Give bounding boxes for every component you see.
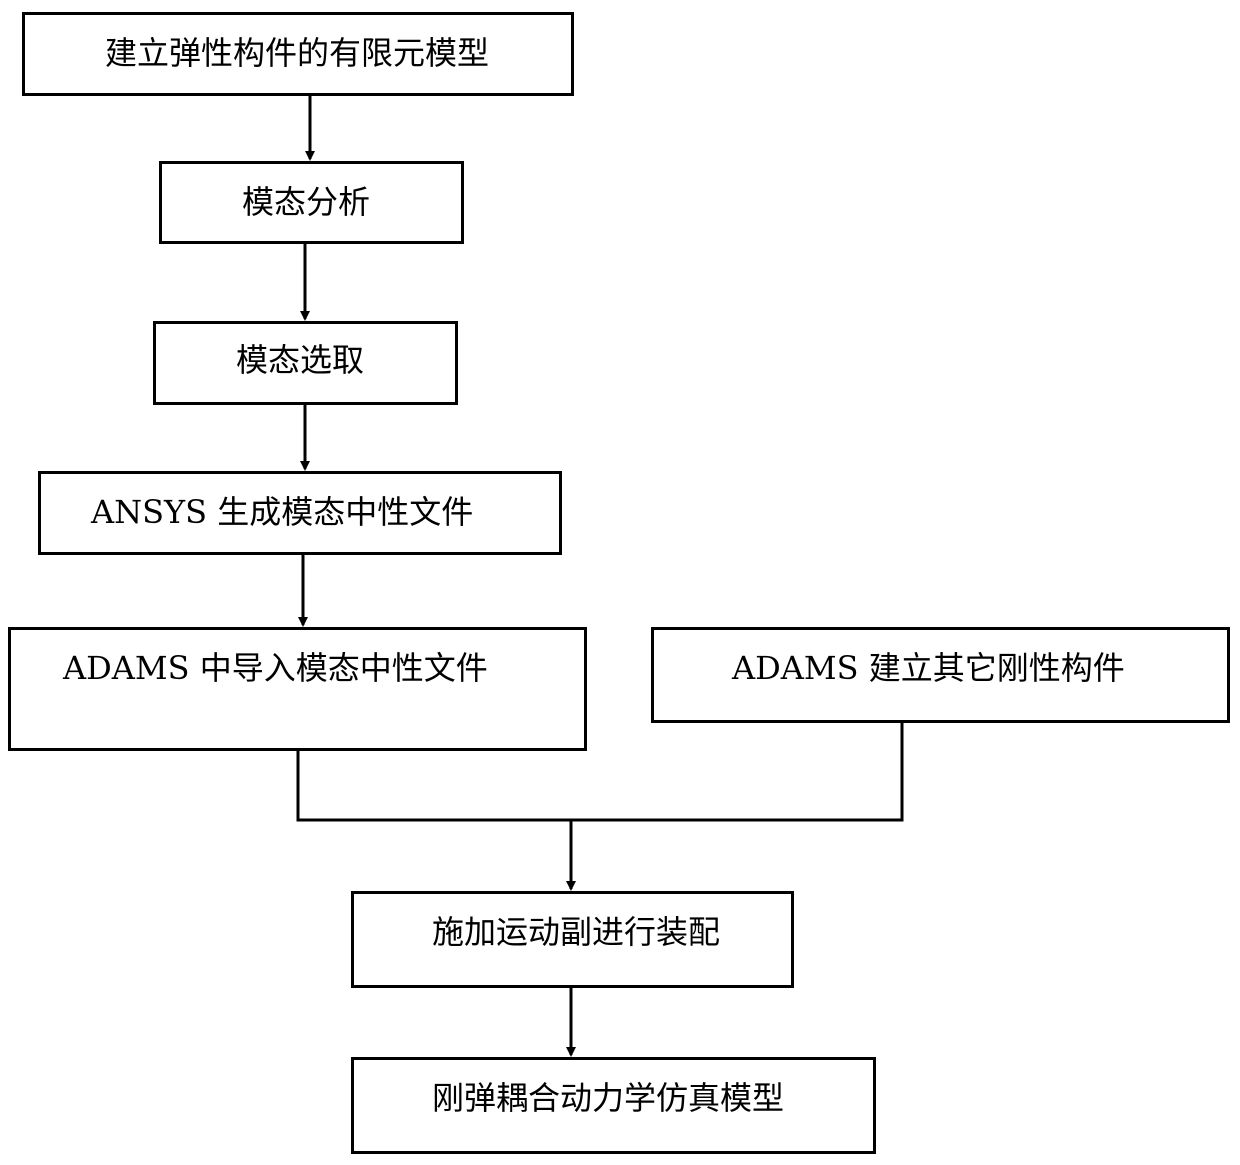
step-modal-selection: 模态选取 bbox=[153, 321, 458, 405]
step-label: ADAMS 中导入模态中性文件 bbox=[63, 649, 488, 687]
step-label: 模态选取 bbox=[236, 341, 365, 379]
step-label: 刚弹耦合动力学仿真模型 bbox=[432, 1079, 785, 1117]
step-final-model: 刚弹耦合动力学仿真模型 bbox=[351, 1057, 876, 1154]
step-label: 施加运动副进行装配 bbox=[432, 913, 721, 951]
step-label: 模态分析 bbox=[242, 183, 371, 221]
step-adams-rigid: ADAMS 建立其它刚性构件 bbox=[651, 627, 1230, 723]
step-ansys-mnf: ANSYS 生成模态中性文件 bbox=[38, 471, 562, 555]
step-assembly: 施加运动副进行装配 bbox=[351, 891, 794, 988]
step-label: ADAMS 建立其它刚性构件 bbox=[732, 649, 1125, 687]
merge-line bbox=[296, 722, 904, 822]
step-modal-analysis: 模态分析 bbox=[159, 161, 464, 244]
step-label: 建立弹性构件的有限元模型 bbox=[105, 34, 490, 72]
step-label: ANSYS 生成模态中性文件 bbox=[91, 493, 474, 531]
step-fe-model: 建立弹性构件的有限元模型 bbox=[22, 12, 574, 96]
step-adams-import: ADAMS 中导入模态中性文件 bbox=[8, 627, 587, 751]
